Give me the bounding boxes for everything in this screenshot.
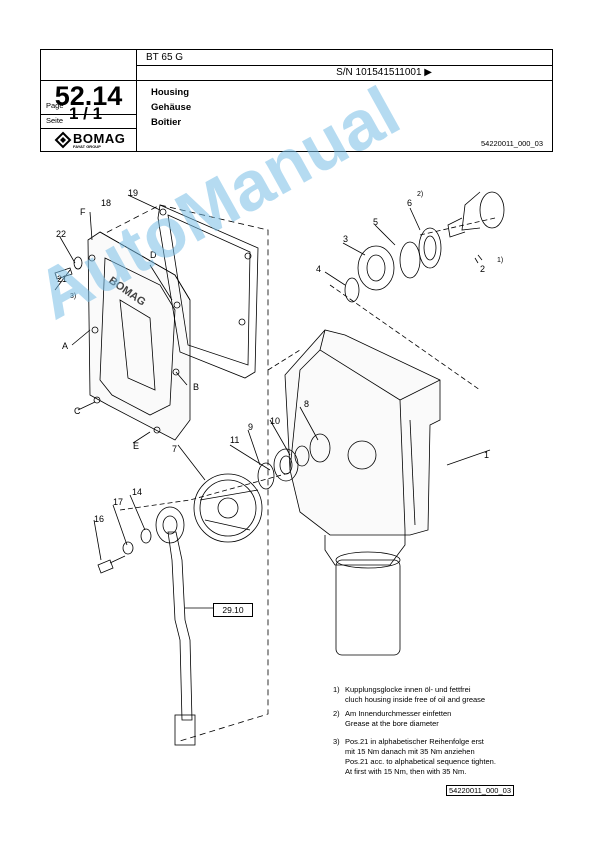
footer-reference: 54220011_000_03 (446, 785, 514, 796)
part-label: C (74, 406, 81, 416)
note-3: 3) Pos.21 in alphabetischer Reihenfolge … (333, 737, 496, 776)
serial-number: S/N 101541511001 ▶ (336, 67, 432, 78)
title-en: Housing (151, 87, 189, 98)
part-label: 2) (417, 191, 423, 198)
part-label: F (80, 207, 86, 217)
brand-sub: FAYAT GROUP (73, 144, 101, 149)
seite-label: Seite (46, 116, 64, 125)
model-name: BT 65 G (146, 52, 184, 63)
part-label: 14 (132, 487, 142, 497)
part-label: 17 (113, 497, 123, 507)
part-label: 1 (484, 450, 489, 460)
doc-reference: 54220011_000_03 (480, 139, 543, 148)
part-label: 10 (270, 416, 280, 426)
note-2: 2) Am Innendurchmesser einfetten Grease … (333, 709, 452, 728)
brand-name: BOMAG (73, 131, 126, 146)
part-label: 1) (497, 257, 503, 264)
part-label: 11 (230, 435, 239, 445)
part-label: 19 (128, 188, 138, 198)
part-label: E (133, 441, 139, 451)
part-label: 7 (172, 444, 177, 454)
part-label: D (150, 250, 157, 260)
header-box: BT 65 G S/N 101541511001 ▶ 52.14 Page Se… (40, 49, 553, 152)
title-fr: Boîtier (151, 117, 182, 128)
part-label: 8 (304, 399, 309, 409)
part-label: 5 (373, 217, 378, 227)
part-label: 6 (407, 198, 412, 208)
part-label: 3) (70, 293, 76, 300)
part-label: 2 (480, 264, 485, 274)
part-label: 18 (101, 198, 111, 208)
section-number: 52.14 (54, 81, 123, 111)
part-label: 4 (316, 264, 321, 274)
bomag-logo-icon (54, 131, 72, 149)
part-label: B (193, 382, 199, 392)
part-label: 9 (248, 422, 253, 432)
part-label: 3 (343, 234, 348, 244)
note-1: 1) Kupplungsglocke innen öl- und fettfre… (333, 685, 486, 704)
title-de: Gehäuse (151, 102, 192, 113)
part-label: A (62, 341, 68, 351)
ref-box: 29.10 (213, 603, 253, 617)
page-label: Page (46, 101, 64, 110)
part-label: 21 (57, 274, 67, 284)
part-label: 16 (94, 514, 104, 524)
part-label: 22 (56, 229, 66, 239)
page-value: 1 / 1 (69, 104, 103, 123)
